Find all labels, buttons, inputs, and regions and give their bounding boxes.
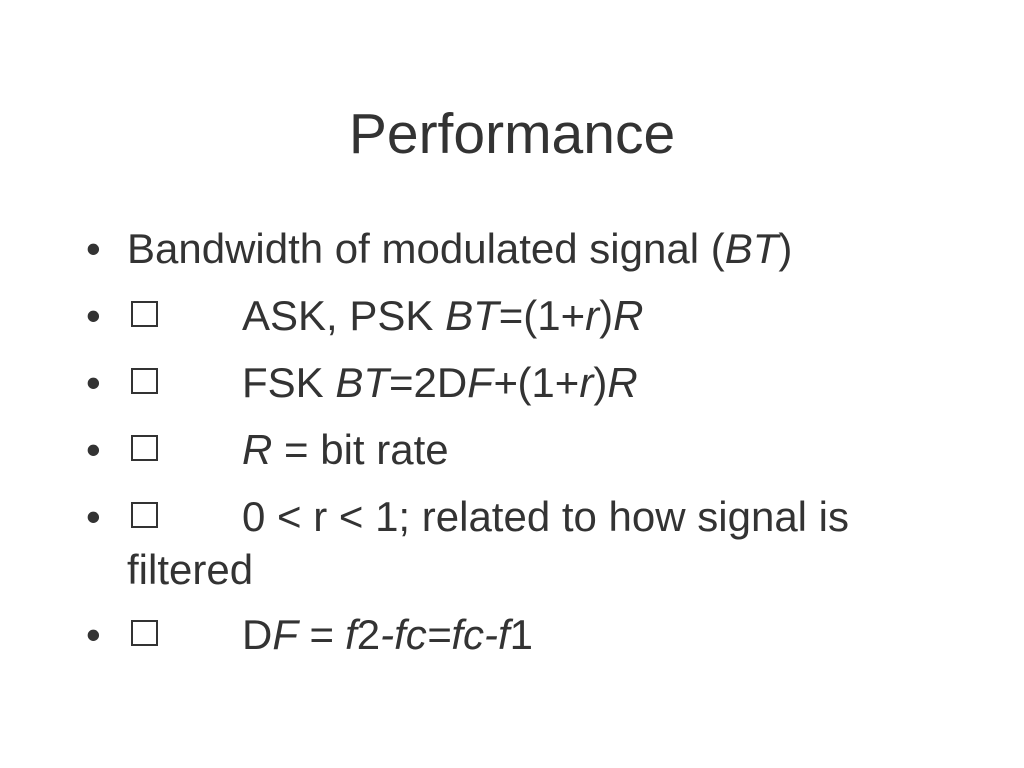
- bullet-text-segment: (1+: [517, 359, 580, 406]
- bullet-text-segment: BT: [445, 292, 499, 339]
- checkbox-square-icon: [131, 301, 158, 327]
- checkbox-square-icon: [131, 620, 158, 646]
- slide-title: Performance: [348, 102, 676, 166]
- checkbox-square-icon: [131, 502, 158, 528]
- bullet-text-segment: R: [242, 426, 273, 473]
- bullet-item: • FSK BT=2DF+(1+r)R: [86, 356, 946, 409]
- bullet-dot-icon: •: [86, 292, 101, 339]
- bullet-text-segment: =2D: [389, 359, 468, 406]
- bullet-dot-icon: •: [86, 611, 101, 658]
- bullet-dot-icon: •: [86, 493, 101, 540]
- bullet-item: • Bandwidth of modulated signal (BT): [86, 222, 946, 275]
- bullet-text-segment: 0 < r < 1; related to how signal is filt…: [127, 493, 850, 593]
- bullet-item: • 0 < r < 1; related to how signal is fil…: [86, 490, 946, 596]
- bullet-dot-icon: •: [86, 426, 101, 473]
- bullet-text-segment: ): [593, 359, 608, 406]
- bullet-text-segment: D: [242, 611, 273, 658]
- bullet-text-segment: ASK, PSK: [242, 292, 446, 339]
- bullet-dot-icon: •: [86, 225, 101, 272]
- bullet-text-segment: R: [607, 359, 638, 406]
- bullet-text-segment: 2: [356, 611, 381, 658]
- bullet-text-segment: r: [585, 292, 600, 339]
- bullet-text-segment: = bit rate: [272, 426, 449, 473]
- bullet-text-segment: F = f: [272, 611, 357, 658]
- bullet-item: • R = bit rate: [86, 423, 946, 476]
- bullet-text-segment: Bandwidth of modulated signal (: [127, 225, 725, 272]
- bullet-text-segment: BT: [724, 225, 779, 272]
- bullet-text-segment: R: [613, 292, 644, 339]
- bullet-list: •Bandwidth of modulated signal (BT)•ASK,…: [86, 222, 946, 675]
- bullet-text-segment: BT: [335, 359, 390, 406]
- bullet-dot-icon: •: [86, 359, 101, 406]
- bullet-item: • ASK, PSK BT=(1+r)R: [86, 289, 946, 342]
- bullet-text-segment: F+: [467, 359, 518, 406]
- bullet-text-segment: r: [579, 359, 594, 406]
- bullet-item: • DF = f2-fc=fc-f1: [86, 608, 946, 661]
- checkbox-square-icon: [131, 435, 158, 461]
- bullet-text-segment: -fc=fc-f: [380, 611, 510, 658]
- bullet-text-segment: ): [599, 292, 614, 339]
- bullet-text-segment: FSK: [242, 359, 336, 406]
- bullet-text-segment: ): [778, 225, 793, 272]
- bullet-text-segment: =(1+: [498, 292, 586, 339]
- checkbox-square-icon: [131, 368, 158, 394]
- bullet-text-segment: 1: [509, 611, 534, 658]
